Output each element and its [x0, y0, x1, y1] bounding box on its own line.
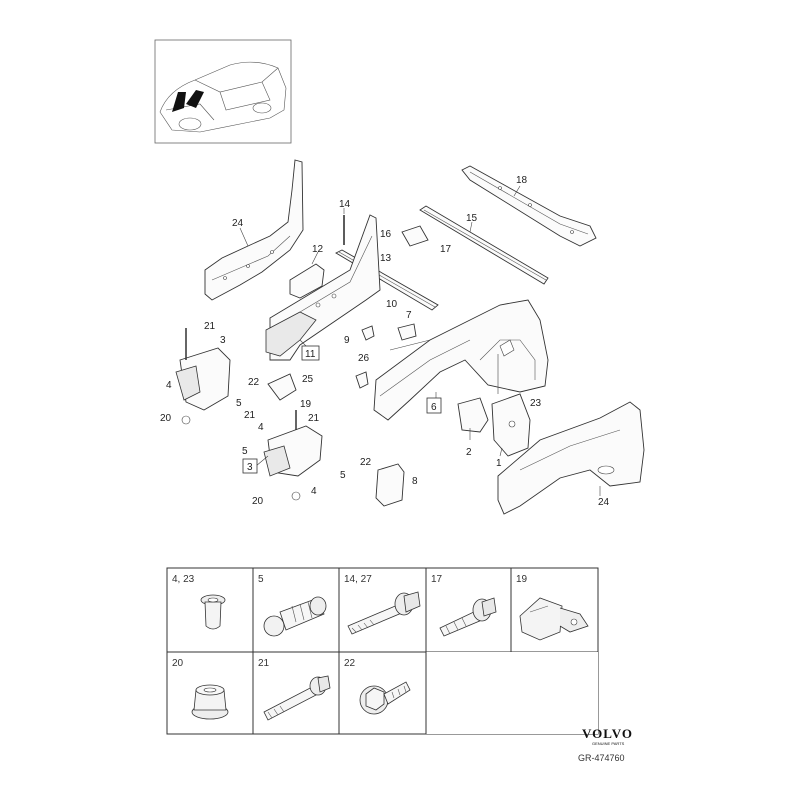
fastener-legend-table: 4, 23 5 14, 27 17 19 20 21 22: [166, 567, 599, 735]
callout-18: 18: [516, 175, 528, 186]
flange-nut-icon: [191, 684, 229, 720]
brand-logo-text: VOLVO: [582, 726, 633, 741]
callout-17: 17: [440, 244, 452, 255]
part-15-upper-rail: [419, 205, 549, 285]
legend-label-21: 21: [258, 658, 270, 669]
callout-6: 6: [431, 402, 437, 413]
hex-flange-bolt-icon: [359, 681, 411, 715]
legend-label-17: 17: [431, 574, 443, 585]
rivet-nut-icon: [200, 594, 226, 630]
brand-block: VOLVO GENUINE PARTS GR-474760: [578, 726, 633, 763]
callout-9: 9: [344, 335, 350, 346]
callout-22-upper: 22: [248, 377, 260, 388]
part-8-bracket: [375, 463, 405, 507]
callout-box-3: [242, 458, 258, 474]
callout-box-6: [426, 397, 442, 414]
callout-10: 10: [386, 299, 398, 310]
legend-label-19: 19: [516, 574, 528, 585]
callout-21-mid-left: 21: [244, 410, 256, 421]
diagram-reference-number: GR-474760: [578, 753, 625, 763]
part-16-mount: [401, 225, 429, 247]
part-6-wheelhouse-panel: [373, 299, 549, 421]
callout-22-lower: 22: [360, 457, 372, 468]
callout-3-upper: 3: [220, 335, 226, 346]
part-25-bracket: [267, 373, 297, 401]
long-bolt-icon: [263, 675, 331, 721]
brand-subtitle: GENUINE PARTS: [592, 741, 625, 746]
legend-label-5: 5: [258, 574, 264, 585]
callout-20-lower: 20: [252, 496, 264, 507]
legend-label-20: 20: [172, 658, 184, 669]
callout-20-upper: 20: [160, 413, 172, 424]
part-7-9-10-26-clips: [355, 323, 417, 389]
callout-4-upper: 4: [166, 380, 172, 391]
legend-label-22: 22: [344, 658, 356, 669]
legend-label-4-23: 4, 23: [172, 574, 195, 585]
part-24-left-fender-panel: [204, 159, 304, 301]
flange-bolt-icon: [439, 597, 497, 637]
part-24-right-floor-panel: [497, 401, 645, 515]
callout-5-mid: 5: [242, 446, 248, 457]
callout-21-mid-right: 21: [308, 413, 320, 424]
callout-19: 19: [300, 399, 312, 410]
callout-1: 1: [496, 458, 502, 469]
callout-11: 11: [305, 349, 316, 360]
callout-15: 15: [466, 213, 478, 224]
stud-bolt-icon: [263, 596, 327, 637]
callout-24-right: 24: [598, 497, 610, 508]
callout-26: 26: [358, 353, 370, 364]
part-3-lower-crash-box: [263, 410, 323, 501]
callout-4-lower: 4: [311, 486, 317, 497]
callout-labels: 24 14 12 13 16 17 15 18 21 3 10 7 9 11 2…: [160, 175, 610, 508]
part-18-cowl-panel: [461, 165, 597, 247]
callout-3-lower: 3: [247, 462, 253, 473]
car-outline-icon: [159, 61, 287, 133]
callout-21-top: 21: [204, 321, 216, 332]
long-flange-bolt-icon: [347, 591, 421, 635]
callout-23: 23: [530, 398, 542, 409]
callout-14: 14: [339, 199, 351, 210]
callout-5-lower: 5: [340, 470, 346, 481]
legend-label-14-27: 14, 27: [344, 574, 372, 585]
callout-25: 25: [302, 374, 314, 385]
callout-8: 8: [412, 476, 418, 487]
callout-box-11: [301, 345, 320, 361]
callout-16: 16: [380, 229, 392, 240]
part-1-bracket: [491, 393, 531, 457]
callout-13: 13: [380, 253, 392, 264]
part-3-upper-crash-box: [175, 328, 231, 425]
callout-5-upper: 5: [236, 398, 242, 409]
callout-7: 7: [406, 310, 412, 321]
part-12-bracket: [289, 251, 325, 299]
callout-4-mid: 4: [258, 422, 264, 433]
bracket-clip-icon: [519, 597, 589, 641]
vehicle-overview-thumbnail: [154, 39, 292, 144]
callout-24-left: 24: [232, 218, 244, 229]
callout-2: 2: [466, 447, 472, 458]
part-2-bracket: [457, 397, 489, 433]
callout-12: 12: [312, 244, 324, 255]
